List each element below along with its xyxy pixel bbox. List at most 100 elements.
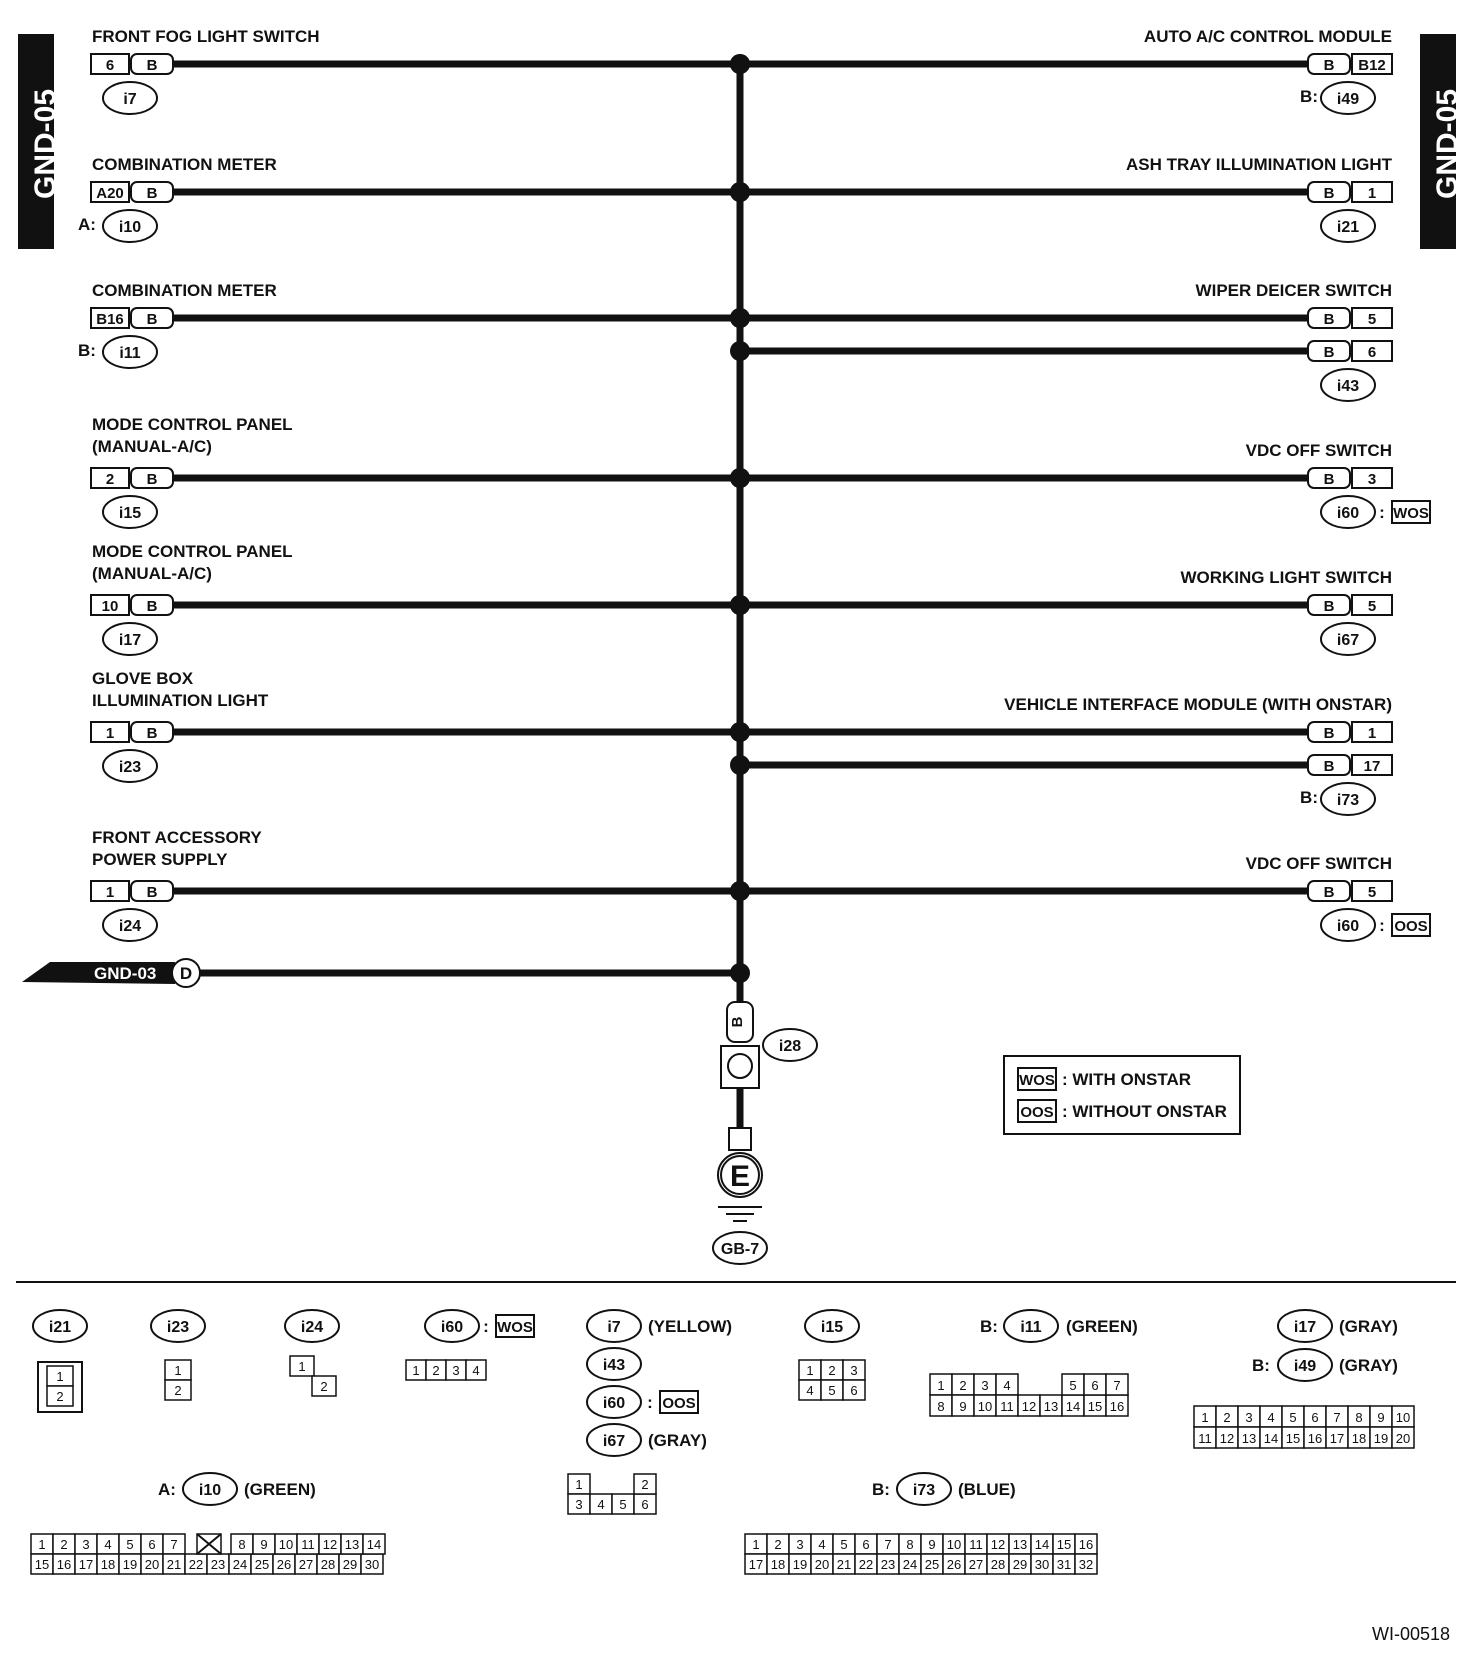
left-prefix-1: A: (78, 215, 96, 234)
splice-right-4-0 (730, 595, 750, 615)
right-wire-box-0-0 (1307, 53, 1351, 75)
face-i24b-t0 (311, 1375, 337, 1397)
right-conn-0-oval (1320, 81, 1376, 115)
ground-e-letter: E (730, 1160, 750, 1193)
right-conn-1-oval (1320, 209, 1376, 243)
right-conn-1-label: i21 (1337, 219, 1359, 236)
face-i17-bn4: 15 (1286, 1431, 1300, 1446)
face-i10-bn1: 16 (57, 1557, 71, 1572)
face-i10-tn5: 6 (148, 1537, 155, 1552)
face-i10-bn7: 22 (189, 1557, 203, 1572)
face-g7-2-label: i60 (603, 1395, 625, 1412)
gnd03-letter: D (180, 964, 192, 983)
right-wire-text-2-0: B (1324, 311, 1335, 328)
face-i21-label: i21 (49, 1319, 71, 1336)
left-name-0: FRONT FOG LIGHT SWITCH (92, 27, 320, 46)
face-i11-bn7: 15 (1088, 1399, 1102, 1414)
right-wire-text-0-0: B (1324, 57, 1335, 74)
face-i15-tn0: 1 (806, 1363, 813, 1378)
face-i49-prefix: B: (1252, 1356, 1270, 1375)
face-i60w-tn2: 3 (452, 1363, 459, 1378)
face-i11r-tn0: 5 (1069, 1378, 1076, 1393)
face-i10r-tn3: 11 (301, 1537, 315, 1552)
left-conn-3-label: i15 (119, 505, 141, 522)
face-i17-b9 (1391, 1426, 1415, 1449)
face-i24a-tn0: 1 (298, 1359, 305, 1374)
left-conn-6-oval (102, 908, 158, 942)
left-pin-0-text: 6 (106, 57, 114, 74)
face-g7r-tn0: 2 (641, 1477, 648, 1492)
face-i10-tn6: 7 (170, 1537, 177, 1552)
face-i73-tn9: 10 (947, 1537, 961, 1552)
face-i11-tn0: 1 (937, 1378, 944, 1393)
face-i10-bn11: 26 (277, 1557, 291, 1572)
left-wire-text-4: B (147, 598, 158, 615)
right-conn-2-label: i43 (1337, 378, 1359, 395)
face-i11-tn3: 4 (1003, 1378, 1010, 1393)
face-i10-bn2: 17 (79, 1557, 93, 1572)
face-i17-bn0: 11 (1198, 1431, 1212, 1446)
left-pin-2-text: B16 (96, 311, 124, 328)
gnd03-flag (22, 962, 175, 984)
face-g7-3-label: i67 (603, 1433, 625, 1450)
i28-wire-text: B (729, 1016, 746, 1027)
face-i10-bn5: 20 (145, 1557, 159, 1572)
right-wire-box-4-0 (1307, 594, 1351, 616)
face-i10r-tn5: 13 (345, 1537, 359, 1552)
face-i73-bn14: 31 (1057, 1557, 1071, 1572)
face-i21-b0 (46, 1385, 74, 1407)
face-i11-bn2: 10 (978, 1399, 992, 1414)
splice-right-5-1 (730, 755, 750, 775)
face-g7l-bn2: 5 (619, 1497, 626, 1512)
ground-lug (728, 1127, 752, 1151)
right-name-4: WORKING LIGHT SWITCH (1180, 568, 1392, 587)
face-i17-tn9: 10 (1396, 1410, 1410, 1425)
face-i11-oval (1003, 1309, 1059, 1343)
right-pin-5-0-text: 1 (1368, 725, 1376, 742)
face-i10-note: (GREEN) (244, 1480, 316, 1499)
face-i15-b2 (842, 1379, 866, 1401)
face-i10-tn1: 2 (60, 1537, 67, 1552)
ground-point-oval (712, 1231, 768, 1265)
face-i10-tn4: 5 (126, 1537, 133, 1552)
face-i73-tn3: 4 (818, 1537, 825, 1552)
face-i73-note: (BLUE) (958, 1480, 1016, 1499)
right-conn-5-oval (1320, 782, 1376, 816)
left-name2-5: ILLUMINATION LIGHT (92, 691, 269, 710)
face-i73-tn2: 3 (796, 1537, 803, 1552)
right-wire-text-4-0: B (1324, 598, 1335, 615)
face-i17-bn5: 16 (1308, 1431, 1322, 1446)
right-wire-text-5-1: B (1324, 758, 1335, 775)
face-g7-0-oval (586, 1309, 642, 1343)
face-i11-bn5: 13 (1044, 1399, 1058, 1414)
legend-code-1-text: OOS (1020, 1104, 1053, 1121)
right-pin-5-1-box (1351, 754, 1393, 776)
left-name2-3: (MANUAL-A/C) (92, 437, 212, 456)
right-conn-2-oval (1320, 368, 1376, 402)
face-i11-bn6: 14 (1066, 1399, 1080, 1414)
left-pin-3-text: 2 (106, 471, 114, 488)
right-conn-6-label: i60 (1337, 918, 1359, 935)
face-i73-tn12: 13 (1013, 1537, 1027, 1552)
face-i11-bn1: 9 (959, 1399, 966, 1414)
face-g7l-tn0: 1 (575, 1477, 582, 1492)
right-colon-3: : (1379, 503, 1385, 522)
left-pin-1-box (90, 181, 130, 203)
face-i10-label: i10 (199, 1482, 221, 1499)
left-wire-text-6: B (147, 884, 158, 901)
face-i10-bn6: 21 (167, 1557, 181, 1572)
right-name-3: VDC OFF SWITCH (1246, 441, 1392, 460)
right-wire-box-5-0 (1307, 721, 1351, 743)
face-i17-tn7: 8 (1355, 1410, 1362, 1425)
face-i10r-tn0: 8 (238, 1537, 245, 1552)
face-i73-oval (896, 1472, 952, 1506)
face-i11-tn1: 2 (959, 1378, 966, 1393)
face-i73-bn4: 21 (837, 1557, 851, 1572)
side-tab-text-0: GND-05 (29, 89, 62, 199)
splice-right-6-0 (730, 881, 750, 901)
face-g7-tag-2-text: OOS (662, 1395, 695, 1412)
right-conn-4-label: i67 (1337, 632, 1359, 649)
side-tab-1 (1420, 34, 1456, 249)
right-pin-1-0-text: 1 (1368, 185, 1376, 202)
face-i11r-tn2: 7 (1113, 1378, 1120, 1393)
